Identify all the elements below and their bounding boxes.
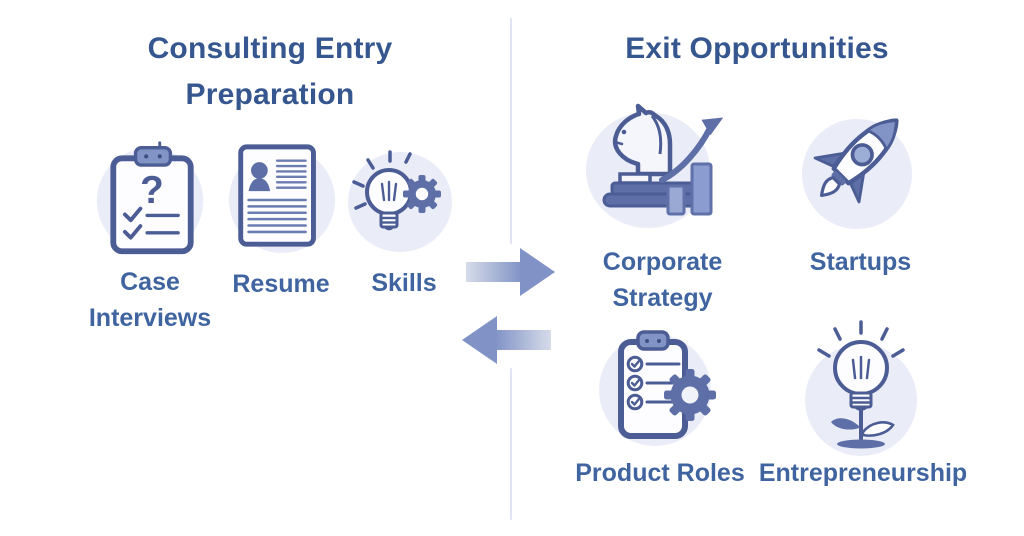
arrow-right-icon [466,246,556,298]
left-section-title: Consulting Entry Preparation [147,32,393,111]
lightbulb-gear-icon [344,140,460,258]
item-label-product-roles: Product Roles [575,459,745,487]
divider-line [510,18,512,244]
item-label-case-interviews: Case Interviews [88,268,212,332]
arrow-left-icon [461,314,551,366]
divider-line [510,368,512,520]
clipboard-question-icon: ? [92,134,212,262]
item-label-resume: Resume [232,270,330,298]
question-glyph: ? [140,169,164,212]
item-label-corporate-strategy: Corporate Strategy [602,248,723,312]
item-label-startups: Startups [809,248,912,276]
right-section-title: Exit Opportunities [625,32,889,65]
checklist-gear-icon [595,322,725,456]
item-label-entrepreneurship: Entrepreneurship [758,459,968,487]
lightbulb-plant-icon [799,316,927,460]
rocket-icon [797,94,927,236]
resume-icon [224,134,340,262]
chess-knight-growth-icon [582,96,734,236]
item-label-skills: Skills [371,269,437,297]
